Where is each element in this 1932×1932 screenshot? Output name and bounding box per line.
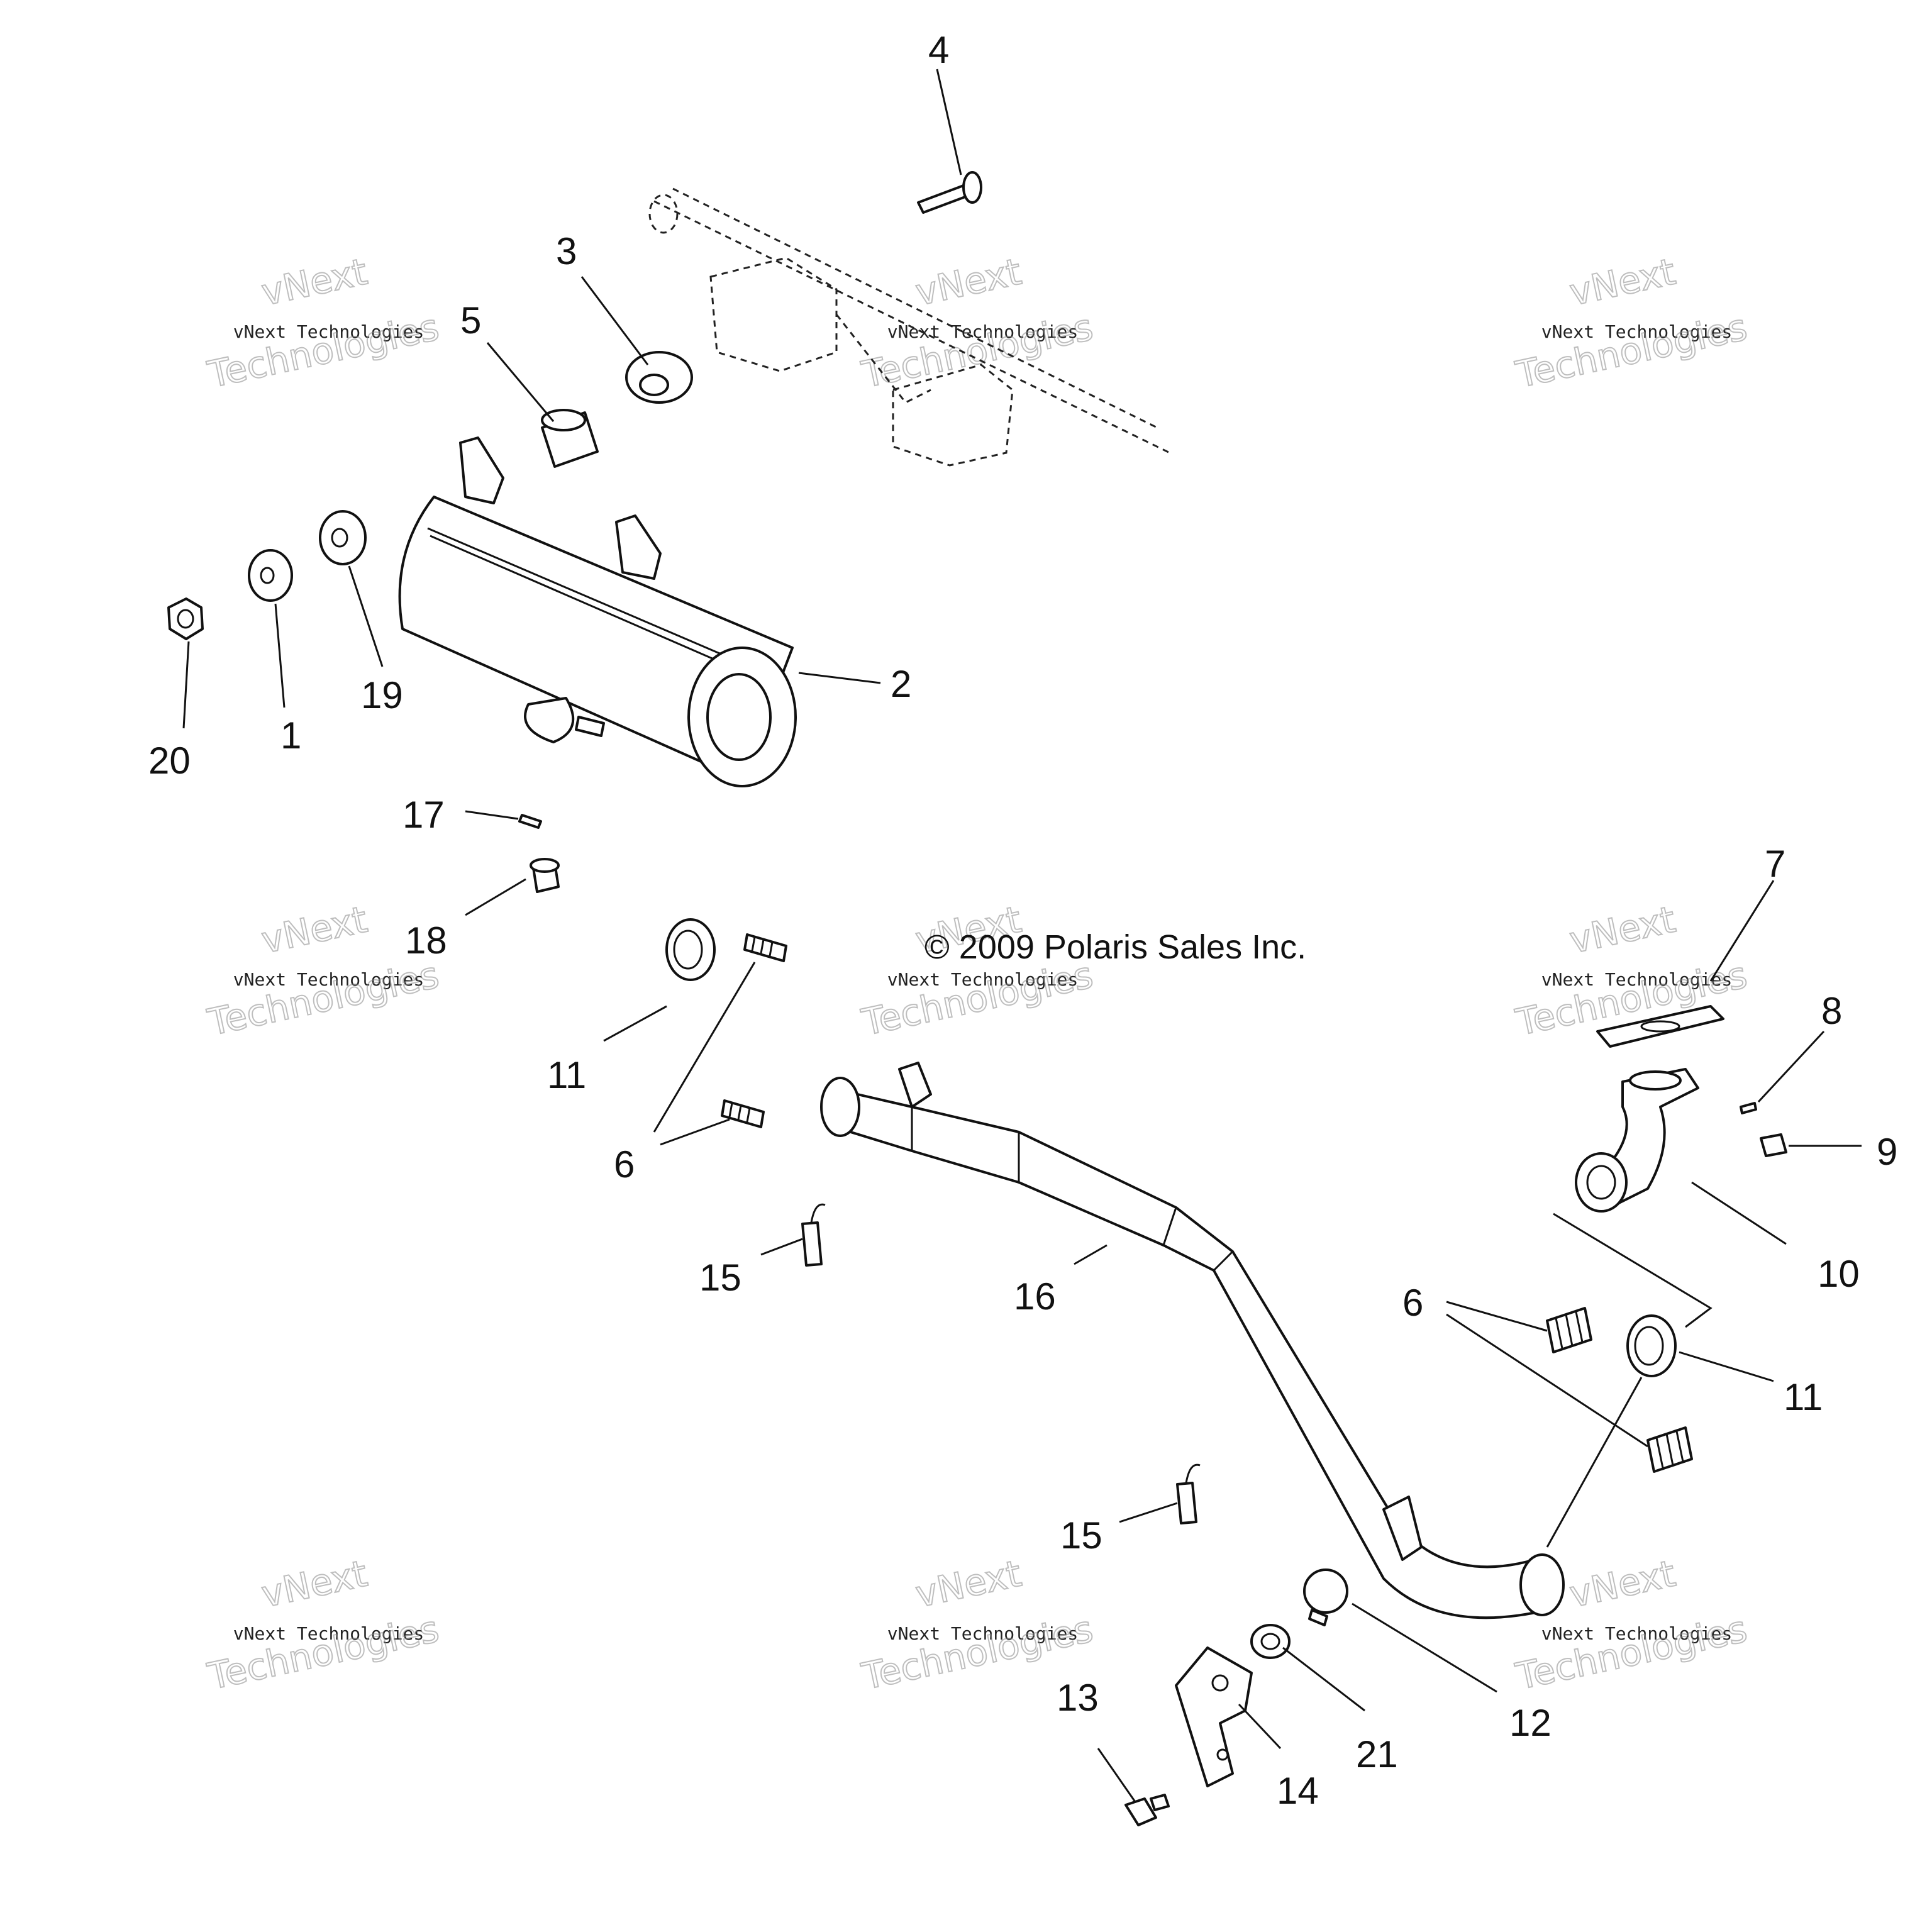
- part-11-gasket-left: [665, 918, 716, 981]
- svg-text:vNext Technologies: vNext Technologies: [887, 1623, 1078, 1644]
- part-2-muffler: [398, 436, 797, 787]
- watermark-mid-left: vNext vNext Technologies Technologies: [203, 897, 443, 1045]
- part-12-plug: [1303, 1568, 1348, 1626]
- callout-19: 19: [361, 674, 403, 716]
- part-3-grommet: [625, 351, 693, 404]
- callout-5: 5: [460, 299, 481, 341]
- callout-labels: 4 3 5 2 19 1 20 17 18 11 6 15 16 7 8 9 1…: [148, 29, 1897, 1812]
- callout-16: 16: [1014, 1275, 1056, 1318]
- part-18-plug: [530, 858, 560, 893]
- callout-7: 7: [1765, 843, 1785, 885]
- svg-text:vNext: vNext: [1566, 250, 1679, 314]
- callout-18: 18: [405, 919, 447, 962]
- svg-text:vNext Technologies: vNext Technologies: [233, 321, 424, 342]
- part-8-stud: [1740, 1102, 1757, 1114]
- part-17-pin: [518, 814, 542, 829]
- callout-10: 10: [1818, 1253, 1860, 1295]
- part-10-exhaust-elbow: [1575, 1068, 1699, 1213]
- part-14-bracket: [1175, 1646, 1253, 1787]
- watermark-bottom-left: vNext vNext Technologies Technologies: [203, 1552, 443, 1699]
- part-6-springs-right: [1546, 1307, 1693, 1473]
- svg-text:vNext Technologies: vNext Technologies: [1541, 969, 1732, 990]
- svg-text:Technologies: Technologies: [858, 953, 1097, 1044]
- watermark-bottom-center: vNext vNext Technologies Technologies: [857, 1552, 1097, 1699]
- part-6-springs-left: [721, 933, 787, 1128]
- callout-14: 14: [1277, 1770, 1319, 1812]
- callout-11-right: 11: [1784, 1376, 1823, 1418]
- copyright-notice: © 2009 Polaris Sales Inc.: [924, 928, 1306, 966]
- svg-text:Technologies: Technologies: [204, 306, 443, 396]
- svg-text:vNext: vNext: [912, 250, 1025, 314]
- callout-15-left: 15: [699, 1257, 741, 1299]
- part-15-spring-right: [1176, 1463, 1201, 1524]
- svg-text:vNext Technologies: vNext Technologies: [1541, 321, 1732, 342]
- part-20-nut: [167, 597, 204, 640]
- part-15-spring-left: [801, 1203, 826, 1267]
- callout-2: 2: [891, 663, 911, 705]
- watermark-top-left: vNext vNext Technologies Technologies: [203, 250, 443, 397]
- svg-text:vNext Technologies: vNext Technologies: [233, 1623, 424, 1644]
- part-13-screw: [1124, 1794, 1170, 1826]
- callout-4: 4: [928, 29, 949, 71]
- part-16-head-pipe: [820, 1062, 1565, 1619]
- svg-text:vNext: vNext: [258, 898, 371, 962]
- svg-text:vNext: vNext: [258, 1552, 371, 1616]
- callout-3: 3: [556, 230, 577, 272]
- callout-9: 9: [1877, 1131, 1897, 1173]
- svg-text:vNext: vNext: [912, 1552, 1025, 1616]
- callout-1: 1: [280, 714, 301, 757]
- callout-21: 21: [1356, 1733, 1398, 1775]
- svg-text:Technologies: Technologies: [204, 953, 443, 1044]
- watermark-top-right: vNext vNext Technologies Technologies: [1511, 250, 1752, 397]
- callout-11-left: 11: [547, 1054, 586, 1096]
- svg-text:Technologies: Technologies: [1512, 1607, 1751, 1698]
- part-4-bolt: [917, 171, 982, 214]
- svg-text:Technologies: Technologies: [1512, 306, 1751, 396]
- callout-20: 20: [148, 740, 191, 782]
- frame-reference: [648, 187, 1170, 467]
- part-11-gasket-right: [1626, 1314, 1677, 1377]
- leader-lines: [182, 69, 1862, 1802]
- part-9-nut: [1760, 1133, 1787, 1157]
- part-21-washer: [1250, 1624, 1291, 1659]
- part-19-washer: [319, 510, 367, 565]
- svg-text:vNext: vNext: [258, 250, 371, 314]
- part-5-sleeve: [541, 409, 599, 468]
- callout-6-left: 6: [614, 1143, 635, 1185]
- svg-text:vNext: vNext: [1566, 898, 1679, 962]
- svg-text:vNext Technologies: vNext Technologies: [1541, 1623, 1732, 1644]
- svg-text:vNext Technologies: vNext Technologies: [233, 969, 424, 990]
- callout-12: 12: [1509, 1702, 1552, 1744]
- callout-8: 8: [1821, 990, 1842, 1032]
- part-1-washer: [248, 549, 293, 602]
- part-7-exhaust-gasket: [1596, 1005, 1724, 1048]
- svg-text:vNext: vNext: [1566, 1552, 1679, 1616]
- svg-text:vNext Technologies: vNext Technologies: [887, 321, 1078, 342]
- svg-text:Technologies: Technologies: [858, 306, 1097, 396]
- callout-6-right: 6: [1402, 1282, 1423, 1324]
- callout-15-right: 15: [1060, 1514, 1102, 1557]
- callout-13: 13: [1057, 1677, 1099, 1719]
- svg-text:Technologies: Technologies: [204, 1607, 443, 1698]
- callout-17: 17: [402, 794, 445, 836]
- svg-text:vNext Technologies: vNext Technologies: [887, 969, 1078, 990]
